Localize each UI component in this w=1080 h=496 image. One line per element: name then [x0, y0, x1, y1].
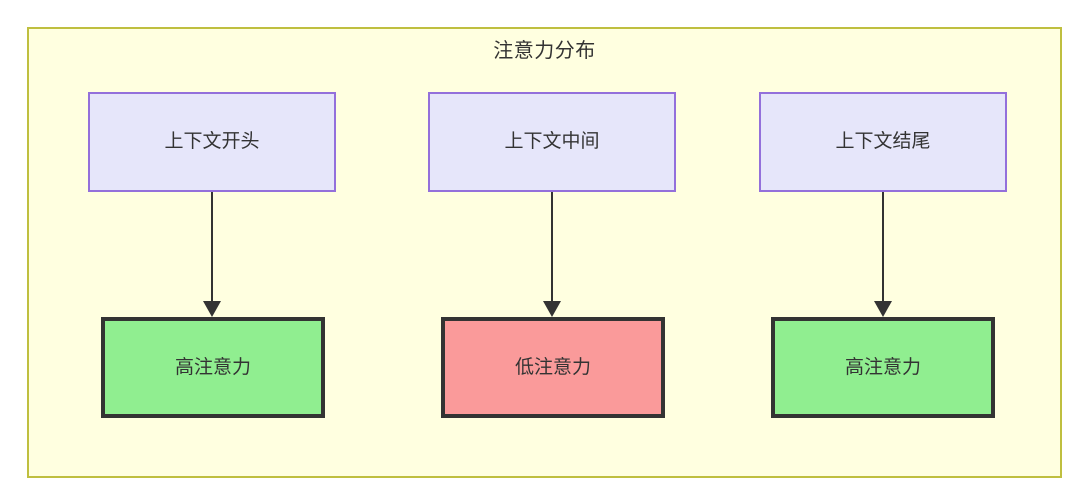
node-attention-high-end-label: 高注意力 [844, 356, 921, 378]
node-context-start-label: 上下文开头 [164, 131, 260, 153]
node-attention-high-start-label: 高注意力 [174, 356, 251, 378]
node-context-end-label: 上下文结尾 [835, 131, 931, 153]
node-attention-low-middle[interactable]: 低注意力 [441, 317, 665, 418]
node-context-end[interactable]: 上下文结尾 [759, 92, 1007, 192]
node-context-middle-label: 上下文中间 [504, 131, 600, 153]
node-attention-low-middle-label: 低注意力 [514, 356, 591, 378]
node-attention-high-end[interactable]: 高注意力 [771, 317, 995, 418]
subgraph-title: 注意力分布 [493, 40, 596, 62]
node-attention-high-start[interactable]: 高注意力 [101, 317, 325, 418]
node-context-start[interactable]: 上下文开头 [88, 92, 336, 192]
node-context-middle[interactable]: 上下文中间 [428, 92, 676, 192]
